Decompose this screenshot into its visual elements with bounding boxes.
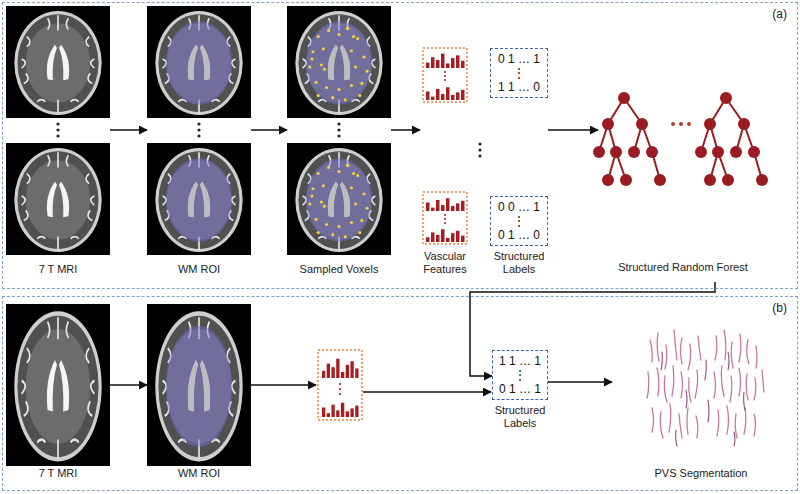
flow-arrow — [110, 384, 147, 386]
flow-arrow — [363, 391, 491, 393]
sampled-slice — [287, 143, 391, 255]
flow-arrow — [110, 129, 147, 131]
panel-frame: (b) 7 T MRI WM ROI 1 1 … 1⋮0 1 … 1 Structure… — [2, 296, 798, 491]
panel-label: (b) — [772, 301, 787, 315]
matrix-row: 1 1 … 0 — [493, 80, 545, 94]
flow-arrow — [548, 381, 612, 383]
pvs-render — [661, 352, 745, 446]
ellipsis-dots — [671, 122, 691, 126]
image-node: PVS Segmentation — [612, 300, 790, 488]
label-matrix-frame: 1 1 … 1⋮0 1 … 1 — [492, 350, 548, 400]
matrix-row: ⋮ — [493, 214, 545, 228]
mri-slice — [6, 6, 110, 118]
mri-slice — [6, 304, 110, 466]
sampled-slice — [287, 6, 391, 118]
flow-arrow — [548, 129, 598, 131]
panel-label: (a) — [772, 7, 787, 21]
matrix-row: 0 1 … 1 — [495, 382, 545, 396]
matrix-row: 0 0 … 1 — [493, 200, 545, 214]
matrix-row: ⋮ — [495, 368, 545, 382]
feature-box — [318, 350, 362, 420]
wm-roi-slice — [147, 143, 251, 255]
pvs-render — [647, 330, 764, 438]
feature-box — [423, 192, 467, 244]
label-matrix: 1 1 … 1⋮0 1 … 1 Structured Labels — [492, 350, 548, 430]
panel-frame: (a) 7 T MRI WM ROI Sampled Voxels Vascular F… — [2, 2, 798, 289]
ellipsis-dots — [56, 122, 481, 157]
caption: 7 T MRI — [39, 467, 78, 480]
matrix-row: 0 1 … 0 — [493, 228, 545, 242]
caption: Sampled Voxels — [300, 263, 379, 276]
label-matrix: 0 1 … 1⋮1 1 … 0 — [490, 48, 548, 98]
caption: Structured Labels — [492, 404, 548, 430]
caption: Vascular Features — [420, 250, 470, 276]
flow-arrow — [251, 384, 316, 386]
flow-arrow — [391, 129, 420, 131]
label-column: Structured Labels0 1 … 1⋮1 1 … 00 0 … 1⋮… — [490, 6, 548, 284]
wm-roi-slice — [147, 6, 251, 118]
feature-box — [423, 48, 467, 102]
matrix-row: 1 1 … 1 — [495, 354, 545, 368]
caption: WM ROI — [178, 467, 220, 480]
matrix-row: 0 1 … 1 — [493, 52, 545, 66]
label-matrix: 0 0 … 1⋮0 1 … 0 — [490, 196, 548, 246]
decision-tree — [695, 92, 768, 186]
image-node: Sampled Voxels — [287, 6, 391, 284]
image-node: WM ROI — [147, 6, 251, 284]
image-node: 7 T MRI — [6, 300, 110, 488]
image-node: 7 T MRI — [6, 6, 110, 284]
caption: Structured Labels — [490, 250, 548, 276]
caption: PVS Segmentation — [655, 467, 748, 480]
image-node: WM ROI — [147, 300, 251, 488]
forest-node: Structured Random Forest — [598, 40, 768, 282]
wm-roi-slice — [147, 304, 251, 466]
feature-column: Vascular Features — [420, 6, 470, 284]
decision-tree — [593, 92, 666, 186]
flow-arrow — [251, 129, 287, 131]
matrix-row: ⋮ — [493, 66, 545, 80]
mri-slice — [6, 143, 110, 255]
caption: 7 T MRI — [39, 263, 78, 276]
caption: Structured Random Forest — [618, 261, 748, 274]
caption: WM ROI — [178, 263, 220, 276]
